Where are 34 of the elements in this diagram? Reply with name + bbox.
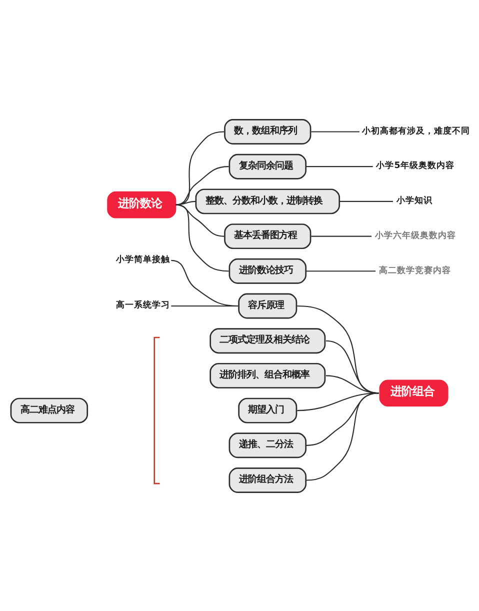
node-box: 递推、二分法: [228, 432, 307, 458]
node-box: 二项式定理及相关结论: [210, 328, 326, 354]
connector: [311, 130, 360, 132]
node-text: 小学5年级奥数内容: [376, 160, 454, 171]
node-box: 整数、分数和小数，进制转换: [195, 188, 340, 214]
connector: [176, 204, 229, 272]
connector: [171, 259, 238, 306]
node-text: 小学知识: [396, 196, 432, 206]
node-box: 进阶排列、组合和概率: [210, 362, 326, 388]
connector: [339, 200, 393, 202]
connector: [176, 200, 196, 205]
node-box: 数，数组和序列: [224, 118, 312, 144]
connector: [306, 270, 376, 272]
connector: [311, 235, 372, 236]
connector: [176, 166, 229, 205]
node-box: 进阶组合: [379, 379, 448, 406]
node-box: 进阶数论: [107, 190, 176, 218]
node-text: 小初高都有涉及，难度不同: [362, 126, 470, 136]
connector: [176, 130, 224, 205]
connector: [306, 392, 379, 446]
connector: [306, 166, 373, 167]
node-box: 进阶组合方法: [228, 467, 307, 492]
node-box: 进阶数论技巧: [228, 258, 307, 284]
node-box: 基本丢番图方程: [224, 223, 312, 249]
node-box: 高二难点内容: [10, 397, 88, 423]
node-text: 小学简单接触: [116, 254, 170, 265]
node-text: 小学六年级奥数内容: [375, 230, 456, 240]
node-text: 高二数学竞赛内容: [379, 265, 452, 276]
connector: [171, 304, 238, 306]
node-box: 复杂同余问题: [228, 153, 307, 179]
node-box: 期望入门: [238, 397, 298, 423]
connector: [306, 392, 379, 480]
node-box: 容斥原理: [238, 292, 298, 318]
node-text: 高一系统学习: [116, 300, 170, 310]
